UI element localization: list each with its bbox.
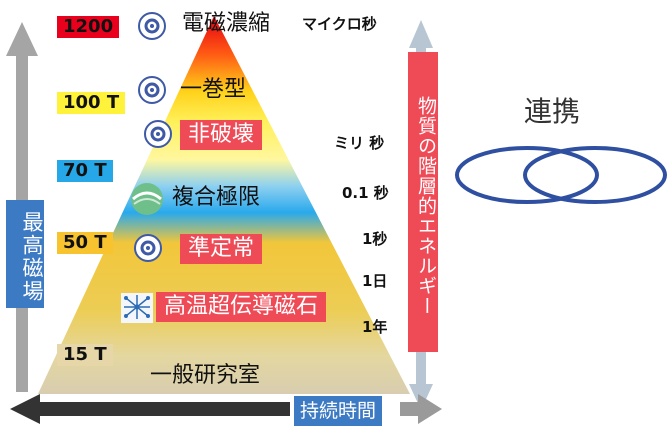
link-ring-left bbox=[455, 146, 599, 204]
label-single-turn-coil: 一巻型 bbox=[180, 77, 247, 102]
tag-1200: 1200 bbox=[57, 16, 120, 38]
sphere-logo-icon bbox=[131, 183, 163, 215]
duration-microseconds: マイクロ秒 bbox=[302, 15, 377, 33]
duration-1-second: 1秒 bbox=[362, 230, 388, 248]
tag-50t: 50 T bbox=[57, 232, 113, 254]
label-combined-extreme: 複合極限 bbox=[172, 185, 261, 210]
tag-100t: 100 T bbox=[57, 92, 126, 114]
label-hts-magnet: 高温超伝導磁石 bbox=[156, 292, 327, 322]
right-axis-label: 物質の階層的エネルギー bbox=[408, 52, 438, 352]
label-quasi-steady: 準定常 bbox=[180, 234, 263, 264]
label-general-laboratory: 一般研究室 bbox=[150, 363, 261, 388]
y-axis-label: 最高磁場 bbox=[6, 200, 44, 308]
flower-emblem-icon bbox=[138, 12, 166, 40]
label-electromagnetic-flux-compression: 電磁濃縮 bbox=[182, 11, 271, 36]
flower-emblem-icon bbox=[138, 76, 166, 104]
tag-15t: 15 T bbox=[57, 344, 113, 366]
duration-1-day: 1日 bbox=[362, 272, 388, 290]
link-label: 連携 bbox=[524, 95, 581, 128]
flower-emblem-icon bbox=[144, 120, 172, 148]
x-axis-label: 持続時間 bbox=[294, 396, 383, 426]
duration-milliseconds: ミリ 秒 bbox=[334, 134, 385, 152]
lattice-logo-icon bbox=[121, 293, 153, 323]
duration-0-1-seconds: 0.1 秒 bbox=[342, 184, 389, 202]
flower-emblem-icon bbox=[134, 234, 162, 262]
link-ring-right bbox=[523, 146, 667, 204]
label-non-destructive: 非破壊 bbox=[180, 120, 263, 150]
tag-70t: 70 T bbox=[57, 160, 113, 182]
duration-1-year: 1年 bbox=[362, 318, 388, 336]
